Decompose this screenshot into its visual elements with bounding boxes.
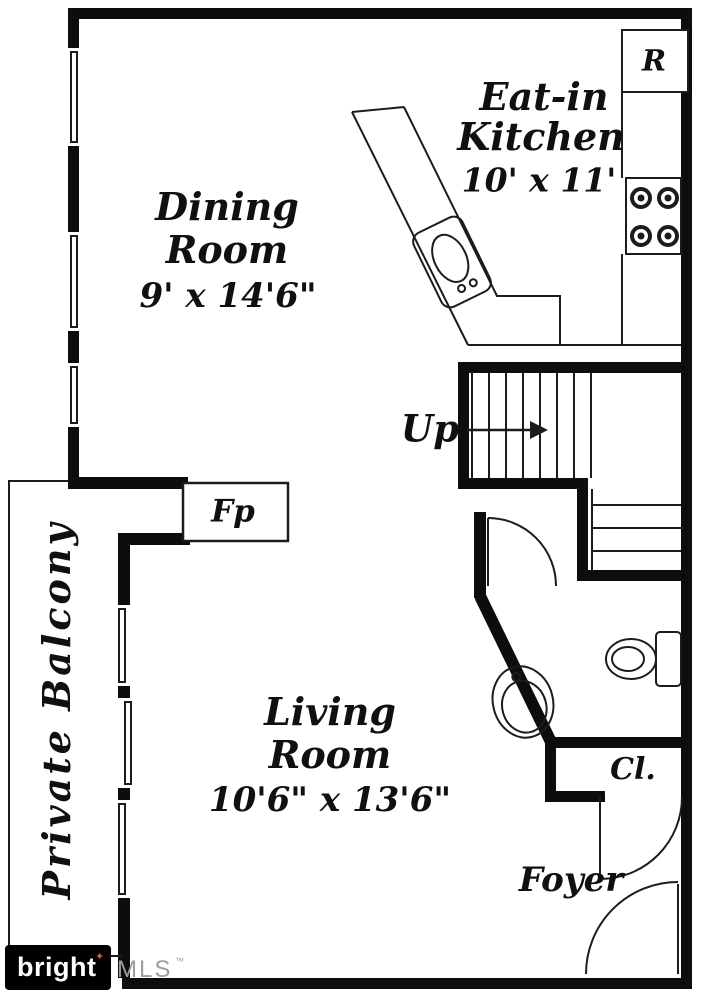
dining-window-3 [70,366,78,424]
fireplace-box [181,481,290,543]
kitchen-label-line2: Kitchen [457,114,625,159]
wall-bath-door-stub [474,512,486,598]
brand-spark-icon: ✦ [95,951,105,963]
wall-bath-bottom [545,737,692,748]
wall-closet-left [545,737,556,802]
kitchen-dimensions: 10' x 11' [461,160,617,200]
wall-dining-bottom [68,477,188,489]
stove [625,177,682,255]
private-balcony-label: Private Balcony [34,520,79,900]
balcony-slider-2 [124,701,132,785]
wall-bath-top [577,570,692,581]
up-arrow [466,421,548,439]
wall-living-left-m1 [118,686,130,698]
wall-left-c [68,331,79,363]
stairs-up-label: Up [400,406,460,451]
brand-badge: bright ✦ [5,945,111,990]
wall-closet-bottom [545,791,605,802]
dining-room-dimensions: 9' x 14'6" [139,276,317,316]
dining-window-1 [70,51,78,143]
kitchen-counter [351,92,681,346]
wall-stair-stub [577,478,588,578]
wall-stair-top [458,362,692,373]
living-room-label-line1: Living [264,689,396,734]
wall-fireplace-bottom [118,533,190,545]
dining-window-2 [70,235,78,328]
living-room-label-line2: Room [268,732,392,777]
dining-room-label-line2: Room [165,227,289,272]
wall-living-left-top [118,533,130,605]
bathroom-diagonal-wall [474,593,557,745]
balcony-slider-3 [118,803,126,895]
entry-door [585,881,679,975]
toilet [605,631,682,687]
refrigerator-box [621,29,689,93]
wall-top [68,8,692,19]
wall-stair-bottom [458,478,588,489]
wall-bottom [122,978,692,989]
dining-room-label-line1: Dining [155,184,299,229]
foyer-label: Foyer [518,860,624,900]
stairs-treads [471,373,681,570]
bathroom-sink [491,665,555,739]
wall-left-d [68,427,79,489]
wall-left-b [68,146,79,232]
kitchen-label-line1: Eat-in [479,74,609,119]
bathroom-door [487,517,557,587]
refrigerator-label: R [641,43,667,78]
mls-text: MLS [117,956,173,983]
brand-text: bright [17,952,97,982]
closet-label: Cl. [610,752,656,787]
living-room-dimensions: 10'6" x 13'6" [208,780,452,820]
kitchen-sink [412,215,492,309]
wall-living-left-m2 [118,788,130,800]
fireplace-label: Fp [211,493,255,530]
balcony-slider-1 [118,608,126,683]
wall-right [681,8,692,989]
trademark-symbol: ™ [175,956,184,966]
closet-door [599,796,683,880]
wall-living-left-bottom [118,898,130,978]
wall-left-a [68,8,79,48]
wall-stair-left [458,362,469,486]
